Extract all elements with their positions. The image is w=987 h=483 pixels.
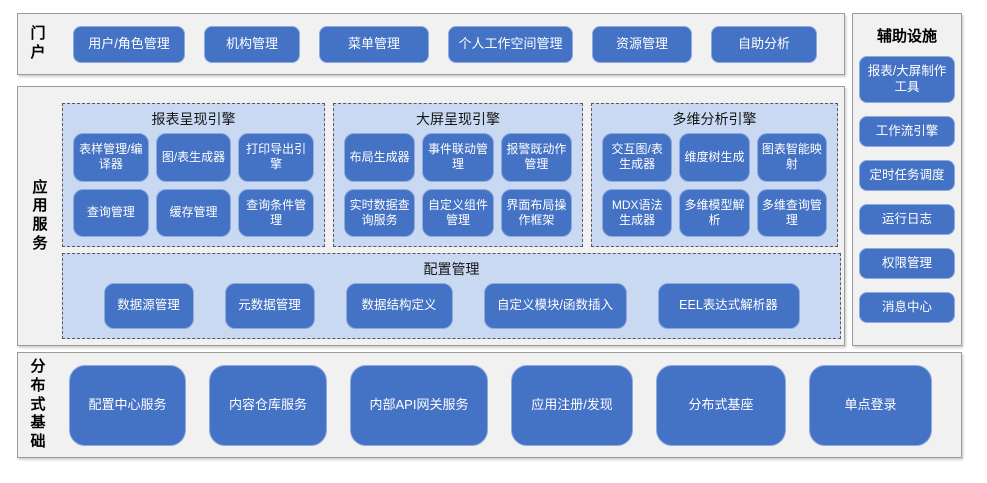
node-personal-workspace-management: 个人工作空间管理 bbox=[448, 25, 573, 63]
node-org-management: 机构管理 bbox=[204, 25, 300, 63]
application-services-content: 报表呈现引擎 表样管理/编译器 图/表生成器 打印导出引擎 查询管理 缓存管理 … bbox=[62, 87, 844, 345]
auxiliary-facilities-column: 报表/大屏制作工具 工作流引擎 定时任务调度 运行日志 权限管理 消息中心 bbox=[859, 56, 955, 323]
node-message-center: 消息中心 bbox=[859, 292, 955, 323]
node-custom-module-function-insert: 自定义模块/函数插入 bbox=[483, 283, 627, 329]
node-permission-management: 权限管理 bbox=[859, 248, 955, 279]
olap-analysis-engine-panel: 多维分析引擎 交互图/表生成器 维度树生成 图表智能映射 MDX语法生成器 多维… bbox=[591, 103, 838, 247]
node-style-management-compiler: 表样管理/编译器 bbox=[73, 133, 149, 182]
node-workflow-engine: 工作流引擎 bbox=[859, 116, 955, 147]
screen-rendering-engine-grid: 布局生成器 事件联动管理 报警既动作管理 实时数据查询服务 自定义组件管理 界面… bbox=[334, 133, 582, 246]
node-cache-management: 缓存管理 bbox=[155, 188, 232, 237]
node-realtime-data-query-service: 实时数据查询服务 bbox=[344, 188, 416, 237]
portal-section-label: 门户 bbox=[30, 25, 46, 61]
distributed-foundation-label: 分布式基础 bbox=[30, 358, 46, 451]
report-rendering-engine-title: 报表呈现引擎 bbox=[151, 111, 236, 127]
node-app-registration-discovery: 应用注册/发现 bbox=[511, 364, 633, 446]
application-services-label-column: 应用服务 bbox=[18, 87, 62, 345]
node-self-service-analysis: 自助分析 bbox=[711, 25, 817, 63]
node-query-management: 查询管理 bbox=[73, 188, 149, 237]
node-chart-smart-mapping: 图表智能映射 bbox=[756, 133, 827, 182]
screen-rendering-engine-title: 大屏呈现引擎 bbox=[416, 111, 500, 127]
node-alarm-action-management: 报警既动作管理 bbox=[500, 133, 572, 182]
application-services-section: 应用服务 报表呈现引擎 表样管理/编译器 图/表生成器 打印导出引擎 查询管理 … bbox=[17, 86, 845, 346]
node-dimension-tree-generation: 维度树生成 bbox=[679, 133, 750, 182]
node-custom-component-management: 自定义组件管理 bbox=[422, 188, 494, 237]
node-multidim-model-parsing: 多维模型解析 bbox=[679, 188, 750, 237]
node-report-screen-authoring-tool: 报表/大屏制作工具 bbox=[859, 56, 955, 103]
portal-section: 门户 用户/角色管理 机构管理 菜单管理 个人工作空间管理 资源管理 自助分析 bbox=[17, 13, 845, 75]
node-event-linkage-management: 事件联动管理 bbox=[422, 133, 494, 182]
olap-analysis-engine-title: 多维分析引擎 bbox=[672, 111, 757, 127]
auxiliary-facilities-section: 辅助设施 报表/大屏制作工具 工作流引擎 定时任务调度 运行日志 权限管理 消息… bbox=[852, 13, 962, 346]
screen-rendering-engine-panel: 大屏呈现引擎 布局生成器 事件联动管理 报警既动作管理 实时数据查询服务 自定义… bbox=[333, 103, 583, 247]
node-menu-management: 菜单管理 bbox=[319, 25, 429, 63]
node-data-structure-definition: 数据结构定义 bbox=[345, 283, 453, 329]
application-services-label: 应用服务 bbox=[32, 178, 48, 252]
engine-panels-row: 报表呈现引擎 表样管理/编译器 图/表生成器 打印导出引擎 查询管理 缓存管理 … bbox=[62, 103, 841, 247]
node-interactive-chart-table-generator: 交互图/表生成器 bbox=[602, 133, 673, 182]
node-distributed-base: 分布式基座 bbox=[656, 364, 786, 446]
config-management-title: 配置管理 bbox=[423, 261, 480, 277]
node-layout-generator: 布局生成器 bbox=[344, 133, 416, 182]
node-internal-api-gateway-service: 内部API网关服务 bbox=[350, 364, 488, 446]
portal-node-row: 用户/角色管理 机构管理 菜单管理 个人工作空间管理 资源管理 自助分析 bbox=[73, 25, 817, 63]
olap-analysis-engine-grid: 交互图/表生成器 维度树生成 图表智能映射 MDX语法生成器 多维模型解析 多维… bbox=[592, 133, 837, 246]
node-metadata-management: 元数据管理 bbox=[224, 283, 315, 329]
node-scheduled-task-scheduler: 定时任务调度 bbox=[859, 160, 955, 191]
node-multidim-query-management: 多维查询管理 bbox=[756, 188, 827, 237]
node-print-export-engine: 打印导出引擎 bbox=[238, 133, 314, 182]
node-run-logs: 运行日志 bbox=[859, 204, 955, 235]
node-chart-table-generator: 图/表生成器 bbox=[155, 133, 232, 182]
auxiliary-facilities-title: 辅助设施 bbox=[876, 28, 937, 45]
node-single-sign-on: 单点登录 bbox=[809, 364, 932, 446]
distributed-foundation-section: 分布式基础 配置中心服务 内容仓库服务 内部API网关服务 应用注册/发现 分布… bbox=[17, 352, 962, 458]
node-ui-layout-operation-framework: 界面布局操作框架 bbox=[500, 188, 572, 237]
distributed-foundation-row: 配置中心服务 内容仓库服务 内部API网关服务 应用注册/发现 分布式基座 单点… bbox=[69, 364, 932, 446]
report-rendering-engine-grid: 表样管理/编译器 图/表生成器 打印导出引擎 查询管理 缓存管理 查询条件管理 bbox=[63, 133, 324, 246]
node-config-center-service: 配置中心服务 bbox=[69, 364, 186, 446]
node-content-repository-service: 内容仓库服务 bbox=[209, 364, 327, 446]
node-eel-expression-parser: EEL表达式解析器 bbox=[657, 283, 800, 329]
node-datasource-management: 数据源管理 bbox=[103, 283, 194, 329]
report-rendering-engine-panel: 报表呈现引擎 表样管理/编译器 图/表生成器 打印导出引擎 查询管理 缓存管理 … bbox=[62, 103, 325, 247]
node-mdx-syntax-generator: MDX语法生成器 bbox=[602, 188, 673, 237]
node-resource-management: 资源管理 bbox=[592, 25, 692, 63]
config-management-row: 数据源管理 元数据管理 数据结构定义 自定义模块/函数插入 EEL表达式解析器 bbox=[63, 283, 840, 338]
config-management-panel: 配置管理 数据源管理 元数据管理 数据结构定义 自定义模块/函数插入 EEL表达… bbox=[62, 253, 841, 339]
node-query-condition-management: 查询条件管理 bbox=[238, 188, 314, 237]
node-user-role-management: 用户/角色管理 bbox=[73, 25, 185, 63]
